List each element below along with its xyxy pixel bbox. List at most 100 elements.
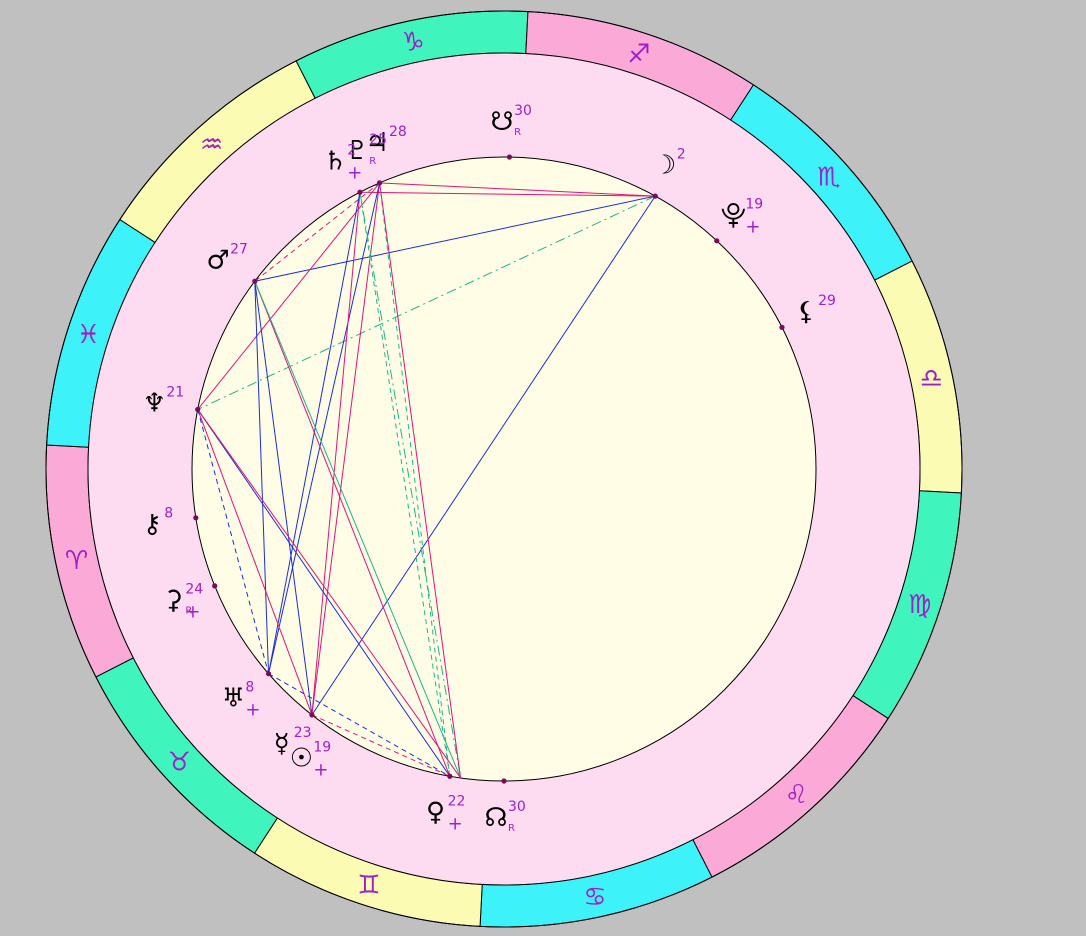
zodiac-sign-ring: ♑ ♐ ♏ ♎ ♍ ♌ ♋ ♊ ♉ ♈ ♓ ♒ [45,10,963,928]
planet-pluto: ♇25R [346,132,387,186]
mars-point [252,278,258,284]
neptune-icon: ♆ [143,389,166,419]
aspect-line-pluto-sun-pt [379,182,462,779]
aspect-line-pluto-neptune [197,182,380,410]
ceres-degree: 24 [185,581,203,597]
aspect-line-moon-neptune [197,195,656,410]
aspect-line-saturn-mercury [311,192,361,715]
aspect-lines [197,182,656,779]
neptune-degree: 21 [166,385,184,401]
planet-sun: ☉19+ [290,740,331,781]
capricorn-sign-icon: ♑ [401,28,424,58]
pallas-plus-icon: + [745,216,760,237]
aspect-line-mars-mercury [254,281,313,715]
planet-uranus: ♅8 + [222,671,272,720]
north-node-icon: ☊ [484,803,507,833]
neptune-point [195,406,201,413]
chiron-point [193,515,199,521]
moon-icon: ☽ [653,151,676,181]
virgo-sign-icon: ♍ [908,590,931,620]
aspect-line-mars-venus [254,281,451,777]
planet-lilith: ⚸29 [779,293,836,330]
north-node-point [501,778,507,784]
saturn-icon: ♄ [324,146,347,176]
aspect-line-mercury-venus [311,714,451,777]
venus-icon: ♀ [426,798,445,828]
mars-icon: ♂ [206,246,229,276]
saturn-degree: 2 [347,142,356,158]
planet-layer: ♃28☋30R♇25R♄2+☽2⯓19+⚸29♂27♆21⚷8⚳24R+♅8+☉… [143,103,836,835]
north-node-retrograde-label: R [508,823,515,834]
cancer-sign-icon: ♋ [583,882,606,912]
planet-jupiter: ♃28 [365,124,406,158]
uranus-degree: 8 [245,679,254,695]
astrology-wheel: ♑♐♏♎♍♌♋♊♉♈♓♒ ♃28☋30R♇25R♄2+☽2⯓19+⚸29♂27♆… [45,10,963,928]
mercury-point [309,712,315,718]
sun-icon: ☉ [290,744,313,774]
aspect-line-moon-mars [254,195,656,282]
aspect-disc [191,156,817,782]
chiron-degree: 8 [164,505,173,521]
aspect-line-pluto-mercury [311,182,381,715]
sagittarius-sign-icon: ♐ [627,39,650,69]
ceres-plus-icon: + [185,601,200,622]
planet-mars: ♂27 [206,242,258,284]
aspect-line-mars-sun-pt [254,281,462,779]
pallas-icon: ⯓ [721,200,746,230]
planet-moon: ☽2 [652,147,686,199]
mercury-icon: ☿ [274,729,290,759]
pluto-degree: 25 [369,132,387,148]
venus-plus-icon: + [448,814,463,835]
pluto-icon: ♇ [346,136,369,166]
uranus-icon: ♅ [222,683,245,713]
aspect-line-neptune-sun-pt [197,409,461,779]
planet-saturn: ♄2+ [324,142,363,195]
gemini-sign-icon: ♊ [357,871,380,901]
pallas-point [714,238,720,244]
lilith-icon: ⚸ [797,297,816,327]
aspect-line-neptune-mercury [197,409,313,716]
planet-mercury: ☿23 [274,712,315,759]
pluto-retrograde-label: R [369,156,376,167]
venus-degree: 22 [448,794,466,810]
north-node-degree: 30 [508,799,526,815]
planet-venus: ♀22 + [426,773,466,835]
chiron-icon: ⚷ [143,509,162,539]
moon-point [652,193,658,199]
uranus-point [265,671,272,677]
taurus-sign-icon: ♉ [168,747,191,777]
pisces-sign-icon: ♓ [77,320,100,350]
south-node-icon: ☋ [491,107,514,137]
aspect-line-saturn-sun-pt [359,192,462,779]
planet-south-node: ☋30R [491,103,532,160]
south-node-degree: 30 [514,103,532,119]
aries-sign-icon: ♈ [65,546,88,576]
planet-pallas: ⯓19 + [714,196,763,244]
moon-degree: 2 [677,147,686,163]
south-node-point [506,154,513,160]
planet-chiron: ⚷8 [143,505,199,539]
scorpio-sign-icon: ♏ [817,163,840,193]
mars-degree: 27 [230,242,248,258]
aspect-line-moon-mercury [311,195,656,716]
aspect-line-pluto-uranus [268,182,381,674]
sun-plus-icon: + [313,760,328,781]
uranus-plus-icon: + [245,699,260,720]
pallas-degree: 19 [745,196,763,212]
libra-sign-icon: ♎ [920,364,943,394]
aspect-line-neptune-venus [197,409,451,777]
planet-north-node: ☊30R [484,778,526,834]
aspect-line-moon-pluto [379,182,656,197]
aspect-line-pluto-venus [379,182,451,777]
saturn-point [357,189,363,195]
aquarius-sign-icon: ♒ [200,130,223,160]
aspect-line-uranus-venus [268,673,451,777]
lilith-point [779,324,785,330]
aspect-line-neptune-uranus [197,409,270,674]
leo-sign-icon: ♌ [785,780,808,810]
lilith-degree: 29 [818,293,836,309]
ceres-retrograde-label: R [185,605,192,616]
mercury-degree: 23 [294,725,312,741]
ceres-point [212,583,218,589]
